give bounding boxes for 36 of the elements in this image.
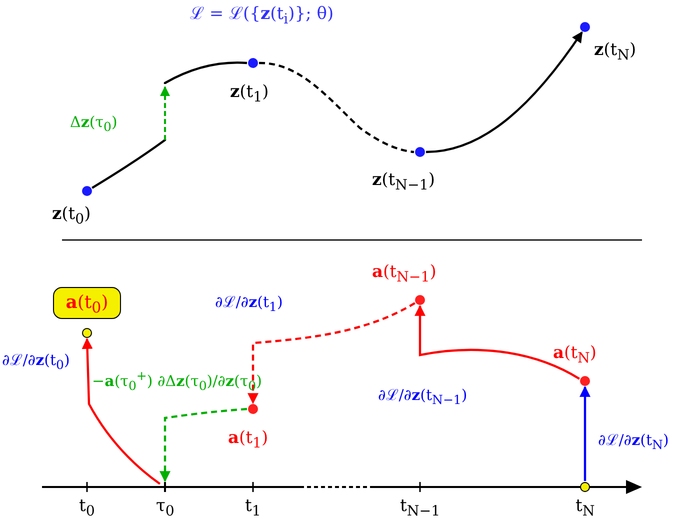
curve-arrow (426, 31, 583, 154)
point-label: z(t$_{N}$) (594, 40, 636, 66)
point-marker (415, 147, 425, 157)
highlight-label-box: a(t$_{0}$) (53, 287, 121, 319)
point-marker (248, 58, 258, 68)
point-label: a(t$_{1}$) (228, 428, 268, 454)
tick-label: t$_{1}$ (245, 496, 261, 521)
edge-label: ∂ℒ/∂z(t$_{1}$) (215, 292, 283, 316)
tick-label: t$_{0}$ (79, 496, 95, 521)
tick-label: t$_{N−1}$ (400, 496, 440, 521)
point-marker (580, 482, 590, 492)
edge-label: −a(τ$_{0}$$^{+}$) ∂Δz(τ$_{0}$)/∂z(τ$_{0}$) (92, 367, 262, 395)
point-marker (248, 404, 258, 414)
edge-label: ∂ℒ/∂z(t$_{0}$) (2, 350, 70, 374)
curve-arrow (160, 408, 248, 482)
tick-label: t$_{N}$ (576, 496, 595, 521)
point-marker (415, 295, 425, 305)
curve-arrow (82, 338, 161, 485)
edge-label: Δz(τ$_{0}$) (70, 112, 118, 136)
point-marker (580, 22, 590, 32)
curve-arrow (414, 304, 580, 380)
point-marker (580, 376, 590, 386)
point-label: z(t$_{1}$) (230, 82, 269, 108)
point-label: z(t$_{N−1}$) (372, 170, 436, 196)
point-marker (82, 328, 92, 338)
formula-title: ℒ = ℒ({z(t$_{i}$)}; θ) (190, 4, 334, 30)
point-marker (82, 186, 92, 196)
point-label: a(t$_{N}$) (553, 343, 597, 368)
edge-label: ∂ℒ/∂z(t$_{N}$) (598, 430, 669, 454)
edge-label: ∂ℒ/∂z(t$_{N−1}$) (378, 385, 468, 409)
axis-tick (164, 482, 166, 492)
curve-arrow (248, 302, 416, 404)
curve-arrow (580, 386, 590, 481)
tick-label: τ$_{0}$ (156, 496, 174, 521)
point-label: z(t$_{0}$) (52, 204, 91, 230)
point-label: a(t$_{N−1}$) (372, 262, 436, 288)
